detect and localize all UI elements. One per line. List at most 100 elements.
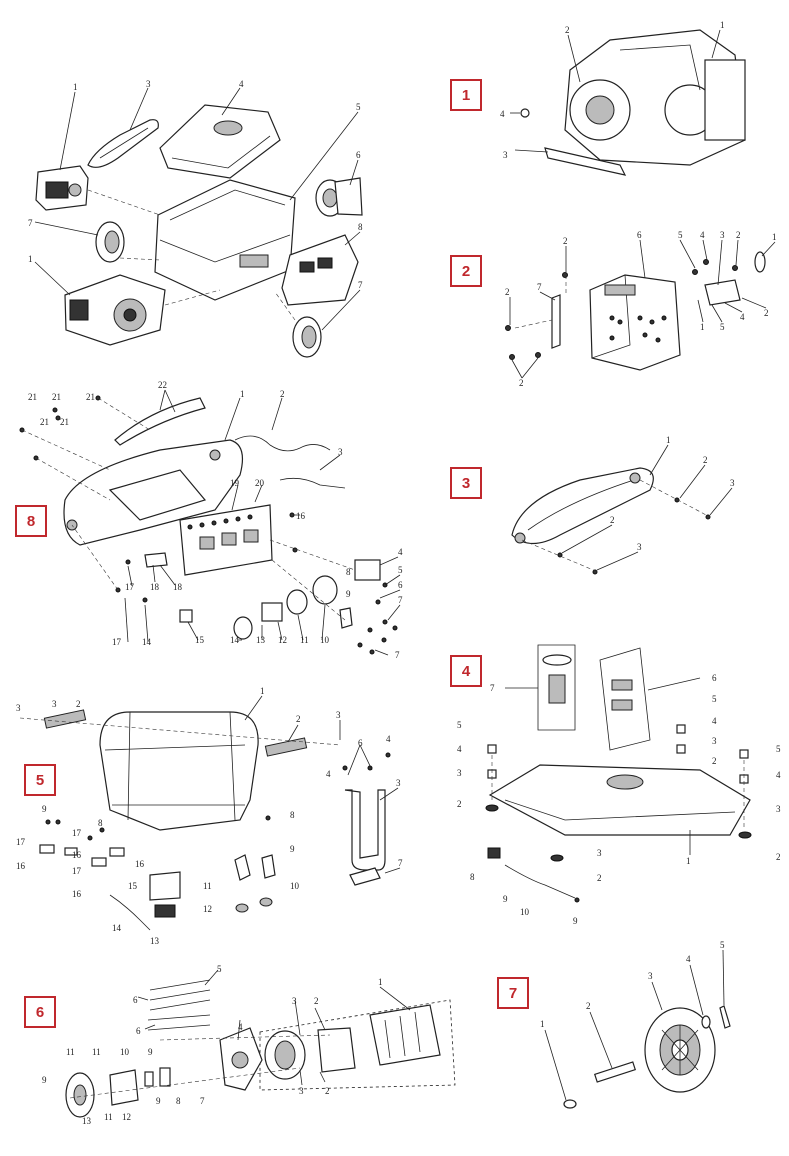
panel-callout-1: 1 [240, 389, 245, 399]
panel-callout-21-a: 21 [28, 392, 37, 402]
alt-callout-9-left: 9 [42, 1075, 47, 1085]
frame-callout-16-left: 16 [16, 861, 26, 871]
frame-callout-17-mid: 17 [72, 828, 82, 838]
panel-callout-15: 15 [195, 635, 205, 645]
wheel-callout-2: 2 [586, 1001, 591, 1011]
cover-callout-3-left: 3 [457, 768, 462, 778]
section-6-alternator-drawing: 1 2 2 3 3 4 5 6 6 7 8 9 9 9 10 11 11 11 … [42, 964, 456, 1126]
panel-callout-19: 19 [230, 478, 240, 488]
tank-callout-4-top: 4 [700, 230, 705, 240]
tank-callout-5-top: 5 [678, 230, 683, 240]
frame-part-illustration [154, 179, 296, 301]
cover-callout-2-left: 2 [457, 799, 462, 809]
alt-callout-4: 4 [238, 1022, 243, 1032]
section-badge-6: 6 [24, 996, 56, 1028]
tank-callout-5-lower: 5 [720, 322, 725, 332]
alt-callout-11-c: 11 [104, 1112, 113, 1122]
cover-callout-9-left: 9 [503, 894, 508, 904]
panel-callout-14-left: 14 [142, 637, 152, 647]
panel-callout-7-right: 7 [398, 595, 403, 605]
frame-callout-1: 1 [260, 686, 265, 696]
alt-callout-2-top: 2 [314, 996, 319, 1006]
assembly-callout-6: 6 [356, 150, 361, 160]
cover-callout-4-mid: 4 [712, 716, 717, 726]
section-2-drawing: 1 2 2 2 3 4 5 6 7 1 5 2 2 4 [505, 230, 777, 388]
frame-callout-2-left: 2 [76, 699, 81, 709]
frame-callout-16-right: 16 [135, 859, 145, 869]
handle-callout-2-top: 2 [703, 455, 708, 465]
frame-callout-13: 13 [150, 936, 160, 946]
section-badge-4: 4 [450, 655, 482, 687]
frame-callout-7: 7 [398, 858, 403, 868]
section-badge-3: 3 [450, 467, 482, 499]
panel-callout-21-b: 21 [52, 392, 61, 402]
wheel-callout-3: 3 [648, 971, 653, 981]
wheel-callout-5: 5 [720, 940, 725, 950]
side-panel-part-illustration [281, 234, 359, 306]
frame-callout-3-far: 3 [16, 703, 21, 713]
frame-callout-2-right: 2 [296, 714, 301, 724]
panel-callout-12: 12 [278, 635, 287, 645]
panel-callout-16: 16 [296, 511, 306, 521]
tank-callout-2-right: 2 [736, 230, 741, 240]
engine-callout-3: 3 [503, 150, 508, 160]
frame-callout-17-left: 17 [16, 837, 26, 847]
cover-callout-5-left: 5 [457, 720, 462, 730]
frame-callout-10: 10 [290, 881, 300, 891]
engine-callout-1: 1 [720, 20, 725, 30]
section-3-handle-drawing: 1 2 3 2 3 [511, 435, 735, 575]
section-7-wheel-drawing: 1 2 3 4 5 [540, 940, 731, 1109]
alt-callout-13: 13 [82, 1116, 92, 1126]
frame-callout-3-right: 3 [336, 710, 341, 720]
frame-callout-9: 9 [290, 844, 295, 854]
panel-callout-14-mid: 14 [230, 635, 240, 645]
assembly-callout-1-engine: 1 [28, 254, 33, 264]
tank-callout-1-lower: 1 [700, 322, 705, 332]
alt-callout-12: 12 [122, 1112, 131, 1122]
cover-callout-4-left: 4 [457, 744, 462, 754]
cover-callout-10: 10 [520, 907, 530, 917]
tank-callout-1-right: 1 [772, 232, 777, 242]
panel-callout-18-b: 18 [173, 582, 183, 592]
alt-callout-3-top: 3 [292, 996, 297, 1006]
wheel-lower-illustration [292, 316, 322, 358]
alt-callout-5: 5 [217, 964, 222, 974]
assembly-callout-7-right: 7 [358, 280, 363, 290]
panel-callout-21-d: 21 [40, 417, 49, 427]
alt-callout-9-mid: 9 [156, 1096, 161, 1106]
panel-callout-21-e: 21 [60, 417, 69, 427]
wheel-upper-illustration [95, 221, 125, 263]
cover-callout-2-mid: 2 [712, 756, 717, 766]
cover-callout-2-right: 2 [776, 852, 781, 862]
frame-callout-3-strap: 3 [396, 778, 401, 788]
tank-callout-2-top: 2 [563, 236, 568, 246]
alt-callout-9-top: 9 [148, 1047, 153, 1057]
cover-callout-6: 6 [712, 673, 717, 683]
cover-callout-8: 8 [470, 872, 475, 882]
panel-callout-17-a: 17 [125, 582, 135, 592]
panel-callout-22: 22 [158, 380, 167, 390]
assembly-callout-4: 4 [239, 79, 244, 89]
panel-callout-21-c: 21 [86, 392, 95, 402]
panel-callout-10: 10 [320, 635, 330, 645]
cover-callout-2-bottom: 2 [597, 873, 602, 883]
frame-callout-15: 15 [128, 881, 138, 891]
cover-callout-9-right: 9 [573, 916, 578, 926]
section-1-engine-drawing: 1 2 3 4 [500, 20, 746, 176]
frame-callout-6: 6 [358, 738, 363, 748]
handle-part-illustration [87, 119, 159, 168]
handle-callout-3-bottom: 3 [637, 542, 642, 552]
tank-callout-2-lower: 2 [764, 308, 769, 318]
cover-callout-7: 7 [490, 683, 495, 693]
assembly-callout-3: 3 [146, 79, 151, 89]
section-badge-5: 5 [24, 764, 56, 796]
engine-part-illustration [64, 274, 166, 346]
cover-callout-3-mid: 3 [712, 736, 717, 746]
control-panel-part-illustration [35, 165, 89, 211]
alt-callout-3-bottom: 3 [299, 1086, 304, 1096]
alternator-part-illustration [315, 177, 363, 217]
section-badge-8: 8 [15, 505, 47, 537]
assembly-callout-5: 5 [356, 102, 361, 112]
handle-callout-1: 1 [666, 435, 671, 445]
fuel-tank-part-illustration [159, 104, 281, 179]
